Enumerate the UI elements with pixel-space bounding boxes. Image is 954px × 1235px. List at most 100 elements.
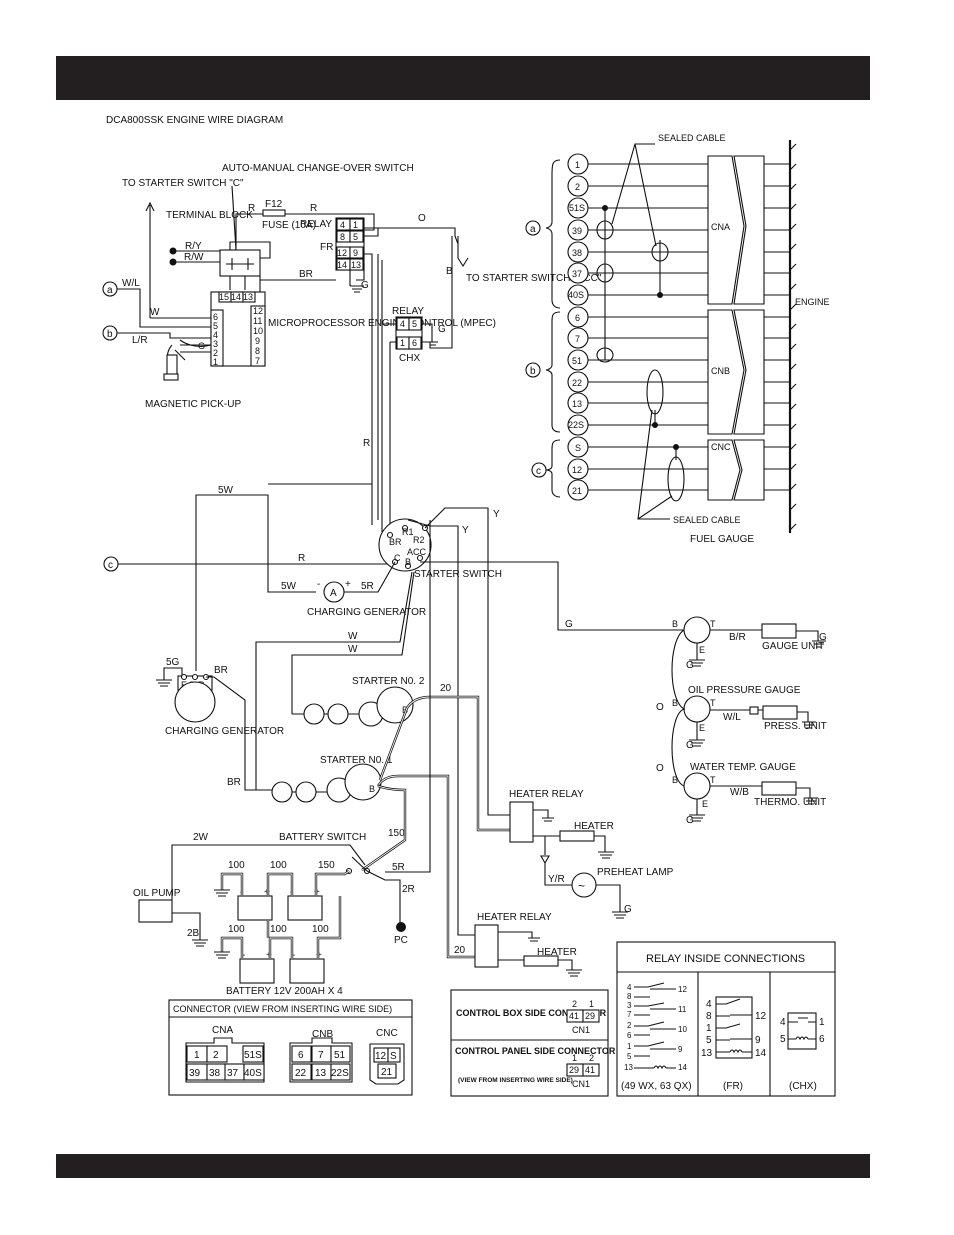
- relay-chx-lines: [788, 1017, 816, 1040]
- r49-left: 4: [627, 983, 632, 992]
- label-to-starter-acc: TO STARTER SWITCH "ACC": [466, 273, 602, 284]
- label-thermo-unit: THERMO. UNIT: [754, 797, 826, 808]
- ss-term: B: [405, 557, 411, 567]
- wires-mpec-left: [117, 288, 211, 361]
- battery-grounds: [214, 889, 230, 959]
- label-starter-switch-c: TO STARTER SWITCH "C": [122, 178, 244, 189]
- ss-term: C: [394, 553, 401, 563]
- wire-label-r-2: R: [310, 203, 317, 214]
- label-press-unit: PRESS. UNIT: [764, 721, 827, 732]
- cv-cnb-cell: 7: [318, 1050, 324, 1061]
- cnc-plug: [733, 439, 765, 501]
- cv-cna-cell: 38: [209, 1068, 221, 1079]
- cv-cells: 1 2 51S 39 38 37 40S 6 7 51 22 13 22S 12…: [186, 1045, 401, 1081]
- starter-no1-solenoid-a: [271, 781, 293, 803]
- cn1-box-side: 2 1 41 29 CN1: [566, 999, 600, 1035]
- chx-pin: 4: [400, 319, 405, 329]
- wire-label-ry: R/Y: [185, 241, 202, 252]
- wire-label-wl-2: W/L: [723, 712, 741, 723]
- wire-label-br-1: BR: [299, 269, 313, 280]
- cnb-pin: 13: [572, 399, 582, 409]
- bracket-c: [545, 439, 561, 498]
- cnb-pin-row: 6 7 51 22 13 22S: [567, 306, 589, 436]
- label-relay-top: RELAY: [300, 219, 332, 230]
- wt-gauge-e: E: [702, 799, 708, 809]
- wire-w-starters: [255, 571, 415, 790]
- r49-right: 12: [678, 985, 687, 994]
- chx-left: 5: [780, 1034, 786, 1045]
- wire-label-5r-2: 5R: [392, 862, 405, 873]
- cna-plug: [733, 155, 765, 305]
- relay-chx-coil-icon: [795, 1036, 809, 1041]
- label-terminal-block: TERMINAL BLOCK: [166, 210, 253, 221]
- wire-label-br-gauge: B/R: [729, 632, 746, 643]
- label-starter-switch-c-text: TO STARTER SWITCH "C": [122, 178, 244, 189]
- battery-cell: [237, 895, 273, 921]
- cn1-control-panel-text: CONTROL PANEL SIDE CONNECTOR: [455, 1046, 616, 1056]
- label-press-unit-text: PRESS. UNIT: [764, 721, 827, 732]
- wire-label-2r: 2R: [402, 884, 415, 895]
- wire-yr: [544, 863, 628, 919]
- cn1-top: 1: [589, 999, 594, 1009]
- cn1-cell: 29: [569, 1065, 579, 1075]
- r49-left: 3: [627, 1001, 632, 1010]
- mpec-pin: 10: [253, 326, 263, 336]
- footer-bar: [56, 1154, 870, 1178]
- mpec-pin: 4: [213, 330, 218, 340]
- wire-2w: [171, 844, 366, 900]
- cv-cna-cell: 1: [194, 1050, 200, 1061]
- cv-cna-cell: 51S: [244, 1050, 262, 1061]
- relay-fr-pins: 4 1 8 5 12 9 14 13: [336, 218, 364, 271]
- connector-pin-circles: 1 2 51S 39 38 37 40S 6 7 51 22 13 22S S …: [567, 153, 589, 501]
- water-temp-meter: [683, 772, 711, 800]
- battery-switch-blade: [351, 856, 368, 872]
- cn1-cell: 41: [585, 1065, 595, 1075]
- wire-label-wl: W/L: [122, 278, 140, 289]
- cv-cnc-cell: 12: [375, 1051, 387, 1062]
- label-preheat-lamp: PREHEAT LAMP: [597, 867, 674, 878]
- cna-pin: 1: [575, 160, 580, 170]
- label-sealed-cable-top: SEALED CABLE: [658, 133, 726, 143]
- battery-minus: -: [242, 950, 245, 961]
- label-battery-switch: BATTERY SWITCH: [279, 832, 366, 843]
- battery-cell: [239, 958, 275, 984]
- cv-cnb-cell: 51: [334, 1050, 346, 1061]
- auto-manual-switch-contacts: [226, 258, 254, 270]
- relay-fr-coil-icon: [729, 1049, 743, 1054]
- r49-left: 5: [627, 1052, 632, 1061]
- preheat-diode-icon: [540, 855, 550, 865]
- cv-cnb-cell: 22: [295, 1068, 307, 1079]
- wire-label-20-2: 20: [454, 945, 466, 956]
- r49-left: 8: [627, 992, 632, 1001]
- gen-term-e: [180, 673, 188, 681]
- battery-cell: [289, 958, 325, 984]
- label-gauge-unit-text: GAUGE UNIT: [762, 641, 824, 652]
- relay-pin: 9: [353, 248, 358, 258]
- chx-caption: (CHX): [789, 1081, 817, 1092]
- cna-pin: 39: [572, 226, 582, 236]
- ss-term: R1: [402, 527, 414, 537]
- wire-5r: [344, 561, 396, 593]
- label-fuel-gauge: FUEL GAUGE: [690, 534, 754, 545]
- cn1-top: 2: [589, 1053, 594, 1063]
- ammeter-plus: +: [345, 579, 351, 590]
- label-charging-generator-a-text: CHARGING GENERATOR: [307, 607, 426, 618]
- cv-cna: CNA: [212, 1025, 233, 1036]
- cn1-box: [450, 989, 609, 1097]
- pc-terminal: [396, 922, 406, 932]
- preheat-lamp-icon: ~: [578, 879, 585, 893]
- r49-right: 9: [678, 1045, 683, 1054]
- ss-term: BR: [389, 537, 402, 547]
- mpec-pin: 11: [253, 316, 262, 326]
- sealed-cable-pointers: [611, 143, 673, 520]
- label-auto-manual: AUTO-MANUAL CHANGE-OVER SWITCH: [222, 163, 414, 174]
- cnb-housing: [707, 309, 745, 435]
- starter-no2-solenoid-a: [303, 703, 325, 725]
- mpec-pin: 9: [255, 336, 260, 346]
- cnc-pin-row: S 12 21: [567, 436, 589, 501]
- wire-label-g-2: G: [565, 619, 573, 630]
- fr-left: 4: [706, 999, 712, 1010]
- wire-label-g-1: G: [361, 280, 369, 291]
- label-heater-2: HEATER: [537, 947, 577, 958]
